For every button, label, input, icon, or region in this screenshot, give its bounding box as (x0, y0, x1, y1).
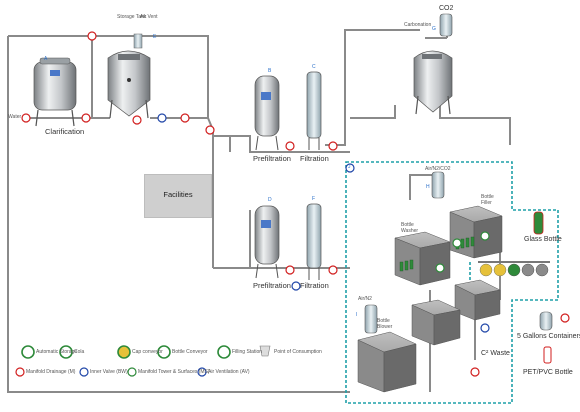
pipe-main-top (8, 35, 209, 118)
valve-red (470, 367, 480, 377)
label-prefiltration-upper: Prefiltration (253, 154, 291, 163)
label-co2-waste: C² Waste (481, 350, 510, 357)
valve-red (205, 125, 215, 135)
tag-e: E (153, 34, 157, 40)
facilities-box: Facilities (144, 174, 212, 218)
valve-red (285, 141, 295, 151)
product-conveyor (478, 261, 550, 277)
legend-item: Manifold Tower & Surfaces (MS) (138, 369, 210, 375)
valve-red (87, 31, 97, 41)
carbonation-tank (413, 50, 453, 115)
filter-upper (306, 71, 322, 150)
valve-red (21, 113, 31, 123)
legend-cap-icon (117, 345, 131, 359)
legend-item: Automatic Storage (36, 349, 78, 355)
label-co2-top: CO2 (439, 5, 454, 12)
legend-item: Inner Valve (BW) (90, 369, 128, 375)
label-bottle-blower: Bottle Blower (377, 318, 393, 330)
label-glass-bottle: Glass Bottle (524, 236, 562, 243)
legend-cola-icon (59, 345, 73, 359)
pipe-carbonation-out (439, 105, 511, 145)
legend-av-icon (197, 367, 207, 377)
valve-red (328, 141, 338, 151)
label-gases-top: Air/N2/CO2 (425, 166, 451, 172)
legend-storage-icon (21, 345, 35, 359)
tag-i: I (356, 312, 358, 318)
legend-icons (15, 345, 271, 377)
legend-item: Cola (74, 349, 85, 355)
legend-blue-valve-icon (79, 367, 89, 377)
legend-conveyor-icon (157, 345, 171, 359)
pipe-to-carbonation (325, 29, 420, 146)
valve-blue (480, 323, 490, 333)
valve-red (132, 115, 142, 125)
label-carbonation: Carbonation (404, 22, 432, 28)
valve-red (180, 113, 190, 123)
gas-cylinder-top (431, 171, 445, 199)
co2-cylinder (439, 13, 453, 37)
legend-cup-icon (259, 345, 271, 357)
gas-cylinder-lower (364, 304, 378, 334)
legend-item: Air Ventilation (AV) (208, 369, 250, 375)
valve-blue (291, 281, 301, 291)
label-gallons-containers: 5 Gallons Containers (517, 333, 580, 340)
valve-blue (157, 113, 167, 123)
storage-tank (107, 33, 151, 119)
tag-a: A (44, 56, 48, 62)
label-pet-pvc-bottle: PET/PVC Bottle (523, 369, 573, 376)
legend-item: Point of Consumption (274, 349, 322, 355)
clarifier-tank (33, 57, 77, 127)
tag-h: H (426, 184, 430, 190)
tag-c: C (312, 64, 316, 70)
valve-red (81, 113, 91, 123)
facilities-label: Facilities (163, 190, 193, 199)
label-filtration-upper: Filtration (300, 154, 329, 163)
valves (21, 31, 490, 377)
pipe-main-left (7, 36, 350, 393)
label-storage-tank: Storage Tank (117, 14, 147, 20)
label-air-vent: Air Vent (140, 14, 158, 20)
pipe-to-prefilter (207, 117, 214, 160)
pipe-gas-feed (409, 174, 440, 200)
boundary-outline (345, 161, 559, 404)
valve-red (328, 265, 338, 275)
label-gases-lower: Air/N2 (358, 296, 372, 302)
pipe-upper-filter-line (213, 135, 350, 153)
label-bottle-washer: Bottle Washer (401, 222, 419, 234)
legend-green-valve-icon (127, 367, 137, 377)
tag-f: F (312, 196, 316, 202)
valve-green (452, 238, 462, 248)
legend-item: Filling Station (232, 349, 263, 355)
valve-red (285, 265, 295, 275)
valve-green (435, 263, 445, 273)
filter-lower (306, 203, 322, 280)
tag-b: B (268, 68, 272, 74)
prefilter-lower (254, 205, 280, 279)
label-water: Water (8, 114, 22, 120)
legend-filling-icon (217, 345, 231, 359)
valve-blue (345, 163, 355, 173)
legend-item: Bottle Conveyor (172, 349, 208, 355)
label-filtration-lower: Filtration (300, 281, 329, 290)
legend-red-valve-icon (15, 367, 25, 377)
label-prefiltration-lower: Prefiltration (253, 281, 291, 290)
pipe-carbonation-left (350, 105, 396, 119)
tag-j: J (348, 164, 351, 170)
legend-item: Manifold Drainage (M) (26, 369, 76, 375)
tag-g: G (432, 26, 436, 32)
legend-item: Cap conveyor (132, 349, 163, 355)
gallon-container-icon (539, 311, 570, 331)
pet-bottle-icon (543, 346, 552, 364)
label-bottle-filler: Bottle Filler (481, 194, 494, 206)
prefilter-upper (254, 75, 280, 151)
label-clarification: Clarification (45, 127, 85, 136)
tag-d: D (268, 197, 272, 203)
valve-green (480, 231, 490, 241)
glass-bottle-icon (533, 211, 544, 235)
